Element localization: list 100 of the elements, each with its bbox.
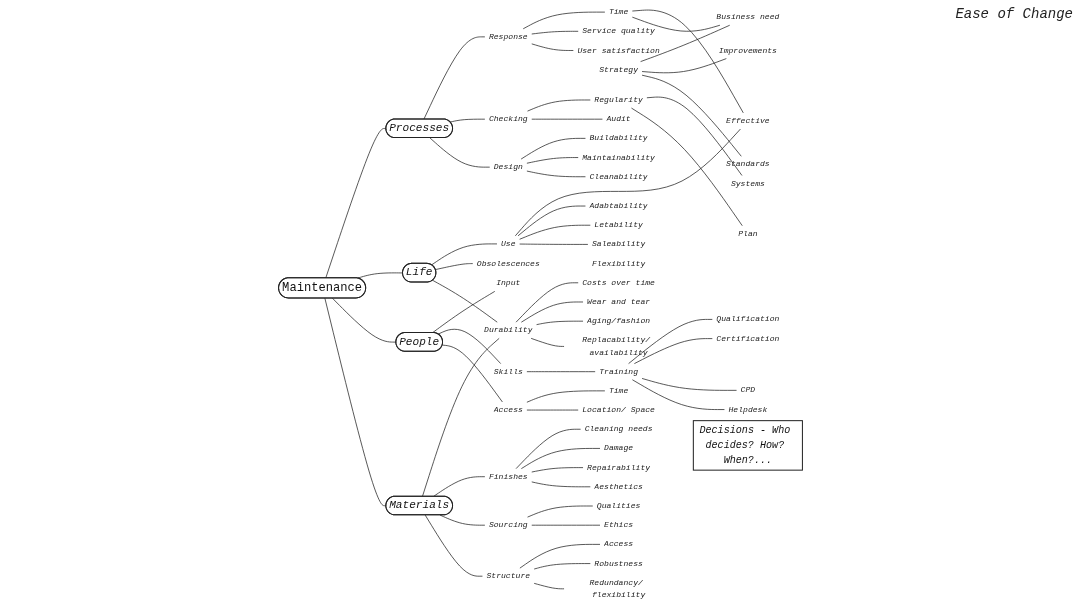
bracket-note: Ease of Change bbox=[955, 6, 1073, 22]
connector bbox=[531, 481, 591, 488]
connector bbox=[640, 24, 731, 62]
connector bbox=[424, 514, 483, 577]
node-text: Use bbox=[501, 239, 516, 249]
connector bbox=[519, 224, 591, 240]
connector bbox=[432, 291, 496, 334]
connector bbox=[631, 9, 744, 114]
node-text: Letability bbox=[594, 220, 643, 230]
node-text: Maintainability bbox=[582, 153, 655, 163]
node-text: Robustness bbox=[594, 559, 643, 569]
node-text: Helpdesk bbox=[728, 405, 768, 415]
node-text: Sourcing bbox=[488, 520, 528, 530]
connector bbox=[519, 243, 589, 245]
connector bbox=[631, 16, 721, 32]
node-text: Damage bbox=[604, 443, 634, 453]
connector bbox=[432, 279, 498, 323]
connector bbox=[514, 128, 741, 237]
node-text: Flexibility bbox=[591, 259, 646, 269]
node-text: Business need bbox=[716, 12, 780, 22]
connector bbox=[531, 30, 579, 35]
connector bbox=[527, 99, 591, 112]
connector bbox=[515, 428, 581, 469]
node-text: Skills bbox=[493, 367, 523, 377]
connector bbox=[527, 505, 594, 518]
connector bbox=[439, 514, 486, 526]
connector bbox=[531, 43, 574, 51]
node-text: Plan bbox=[738, 229, 758, 239]
connector bbox=[531, 467, 584, 473]
node-text: Strategy bbox=[599, 65, 638, 75]
node-text: Replacability/ availability bbox=[582, 335, 651, 358]
connector bbox=[536, 320, 584, 325]
connector bbox=[520, 138, 586, 160]
connector bbox=[526, 390, 606, 403]
connector bbox=[520, 301, 584, 323]
connector bbox=[634, 338, 713, 364]
node-text: Response bbox=[488, 32, 528, 42]
connector bbox=[429, 137, 491, 168]
connector bbox=[520, 448, 601, 469]
connector bbox=[631, 107, 743, 227]
node-text: Cleaning needs bbox=[584, 424, 653, 434]
node-text: Redundancy/ flexibility bbox=[589, 578, 646, 600]
node-text: Adabtability bbox=[589, 201, 648, 211]
connector bbox=[530, 337, 565, 347]
connector bbox=[526, 170, 586, 178]
node-text: Time bbox=[608, 386, 629, 396]
node-text: Improvements bbox=[718, 45, 777, 56]
node-text: Input bbox=[496, 278, 521, 288]
connector bbox=[533, 582, 565, 590]
node-text: Audit bbox=[606, 114, 631, 124]
connector bbox=[533, 563, 591, 570]
connector bbox=[422, 337, 500, 497]
connector bbox=[519, 544, 601, 569]
node-text: Obsolescences bbox=[476, 259, 540, 269]
node-text: Aging/fashion bbox=[587, 316, 651, 326]
node-text: CPD bbox=[740, 385, 756, 395]
node-text: Costs over time bbox=[582, 278, 655, 288]
node-text: Access bbox=[493, 405, 523, 415]
connector bbox=[526, 371, 596, 373]
connector bbox=[646, 96, 743, 176]
connector bbox=[517, 205, 586, 237]
node-text: Location/ Space bbox=[582, 405, 655, 415]
node-text: Certification bbox=[716, 334, 780, 344]
node-text: Repairability bbox=[587, 463, 651, 473]
node-text: Design bbox=[493, 162, 523, 172]
connector bbox=[515, 282, 579, 323]
node-text: Structure bbox=[486, 571, 531, 581]
connector bbox=[628, 319, 713, 364]
connector bbox=[437, 328, 502, 364]
connector bbox=[522, 11, 606, 30]
connector bbox=[526, 157, 579, 164]
connector bbox=[641, 74, 742, 157]
connector bbox=[632, 379, 725, 410]
node-text: User satisfaction bbox=[577, 45, 660, 56]
node-text: Qualities bbox=[596, 501, 641, 511]
node-text: Durability bbox=[484, 325, 533, 335]
node-text: Effective bbox=[726, 116, 770, 126]
node-text: Standards bbox=[726, 159, 770, 169]
node-text: Checking bbox=[488, 114, 528, 124]
node-text: Ethics bbox=[604, 520, 634, 530]
node-text: Wear and tear bbox=[587, 297, 651, 307]
node-text: Systems bbox=[730, 179, 765, 189]
node-text: Training bbox=[599, 367, 638, 377]
connector bbox=[435, 263, 474, 270]
node-text: Access bbox=[604, 539, 634, 549]
node-text: Buildability bbox=[589, 133, 648, 143]
node-text: Cleanability bbox=[589, 172, 648, 182]
connector bbox=[433, 476, 486, 497]
connector bbox=[431, 243, 498, 266]
node-text: Finishes bbox=[488, 472, 528, 482]
connector bbox=[441, 344, 503, 403]
node-text: Service quality bbox=[582, 26, 655, 36]
node-text: Saleability bbox=[591, 239, 646, 249]
node-text: Time bbox=[608, 7, 629, 17]
node-box: Decisions - Who decides? How? When?... bbox=[692, 420, 803, 471]
node-text: Regularity bbox=[594, 95, 643, 105]
node-text: Aesthetics bbox=[594, 482, 643, 492]
connector bbox=[423, 36, 486, 120]
connector bbox=[641, 58, 727, 74]
connector bbox=[641, 378, 737, 391]
